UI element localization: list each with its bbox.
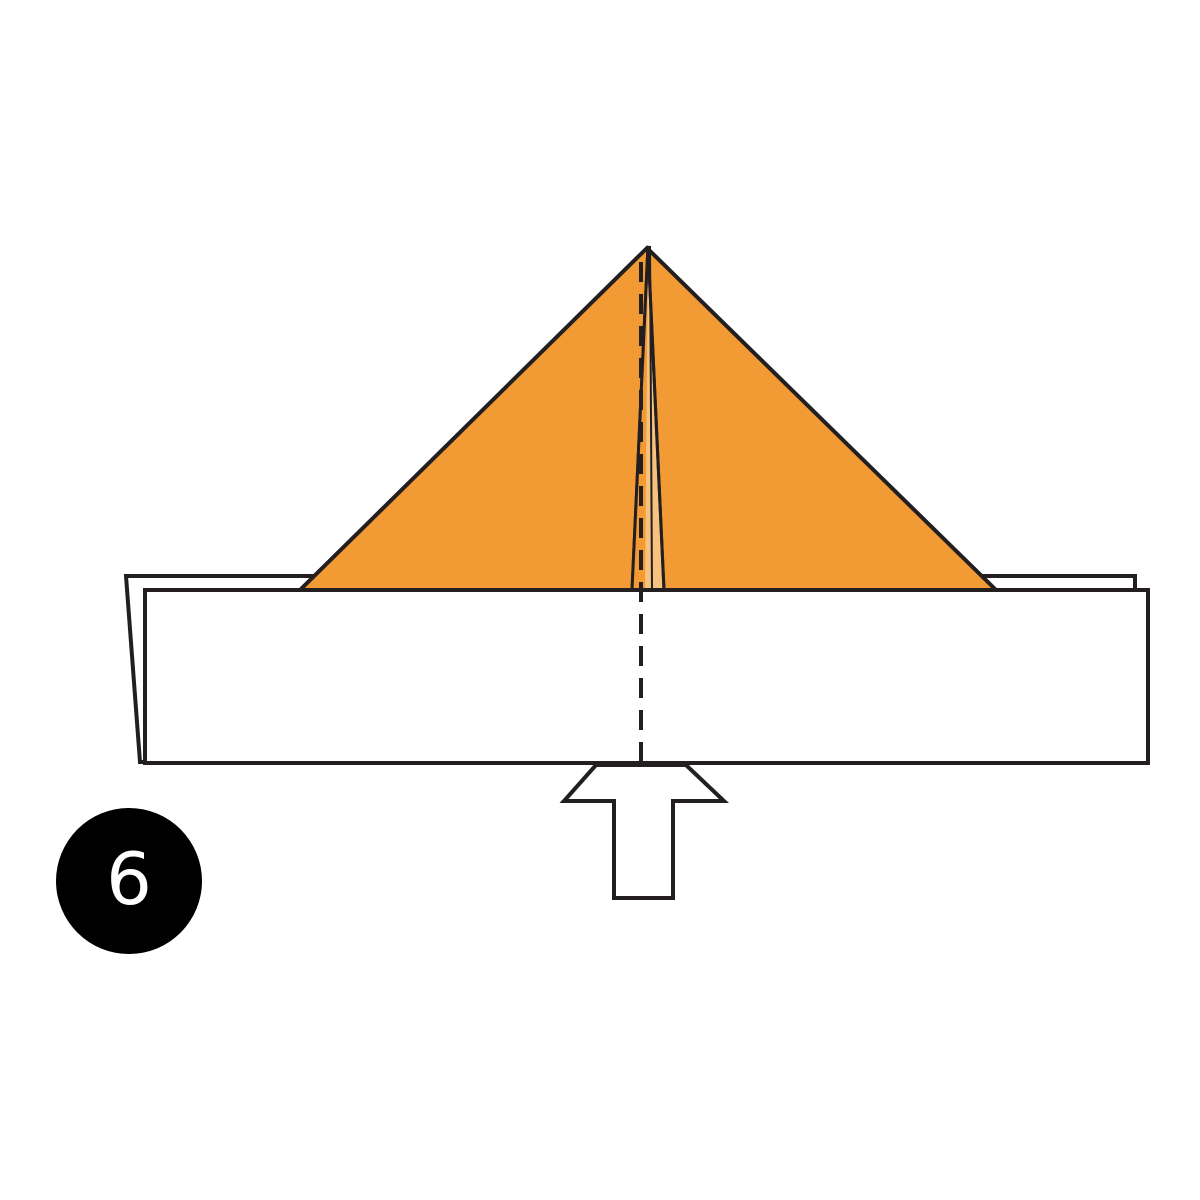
step-number-badge: 6	[56, 808, 202, 954]
center-flap-crease	[649, 245, 653, 591]
step-number-label: 6	[106, 837, 152, 921]
up-arrow-icon	[559, 763, 730, 900]
brim-front-band	[143, 588, 1150, 765]
center-flap-edge-left	[630, 245, 650, 591]
